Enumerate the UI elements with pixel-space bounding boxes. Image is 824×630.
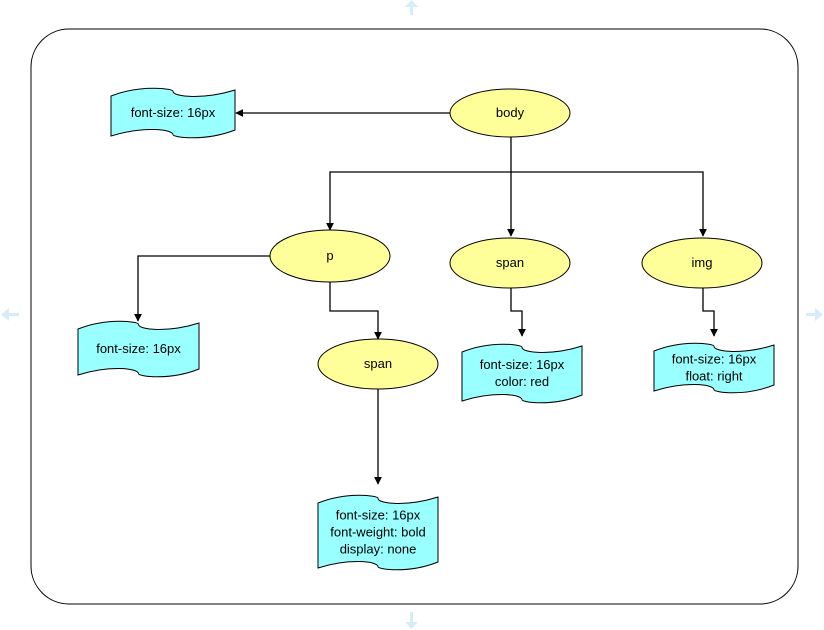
- node-p[interactable]: p: [269, 229, 391, 283]
- node-span-child[interactable]: span: [317, 338, 439, 390]
- style-box-body[interactable]: font-size: 16px: [110, 87, 236, 139]
- document-shape: [77, 320, 200, 378]
- hover-connect-arrow-icon-top[interactable]: [405, 0, 418, 15]
- style-box-span[interactable]: font-size: 16px color: red: [461, 343, 583, 404]
- node-body[interactable]: body: [449, 88, 571, 138]
- node-span-child-label: span: [364, 356, 392, 371]
- document-shape: [461, 343, 583, 404]
- style-box-img[interactable]: font-size: 16px float: right: [653, 342, 775, 394]
- node-span[interactable]: span: [449, 237, 571, 289]
- document-shape: [653, 342, 775, 394]
- edge-span-to-style[interactable]: [510, 288, 526, 337]
- style-line: font-size: 16px: [336, 508, 421, 523]
- node-span-label: span: [496, 255, 524, 270]
- edge-body-to-p[interactable]: [326, 137, 512, 231]
- edge-body-to-img[interactable]: [511, 171, 707, 237]
- edges: [134, 109, 718, 485]
- hover-connect-arrow-icon-right[interactable]: [806, 308, 823, 321]
- node-img[interactable]: img: [641, 237, 763, 289]
- style-line: font-size: 16px: [96, 341, 181, 356]
- edge-p-to-span-child[interactable]: [329, 282, 382, 340]
- hover-connect-arrow-icon-left[interactable]: [1, 308, 19, 321]
- edge-img-to-style[interactable]: [702, 288, 718, 337]
- node-body-label: body: [496, 105, 525, 120]
- style-line: font-size: 16px: [480, 357, 565, 372]
- style-line: font-size: 16px: [672, 352, 757, 367]
- document-shape: [110, 87, 236, 139]
- style-line: float: right: [685, 369, 742, 384]
- style-line: color: red: [495, 374, 549, 389]
- style-box-p[interactable]: font-size: 16px: [77, 320, 200, 378]
- style-line: font-weight: bold: [330, 525, 425, 540]
- document-shape: [317, 494, 439, 571]
- node-img-label: img: [692, 255, 713, 270]
- style-line: display: none: [340, 542, 417, 557]
- style-box-span-child[interactable]: font-size: 16px font-weight: bold display:…: [317, 494, 439, 571]
- diagram-container[interactable]: [30, 28, 799, 605]
- edge-p-to-p-style[interactable]: [134, 255, 270, 322]
- node-p-label: p: [326, 248, 333, 263]
- hover-connect-arrow-icon-bottom[interactable]: [405, 612, 418, 629]
- style-line: font-size: 16px: [131, 105, 216, 120]
